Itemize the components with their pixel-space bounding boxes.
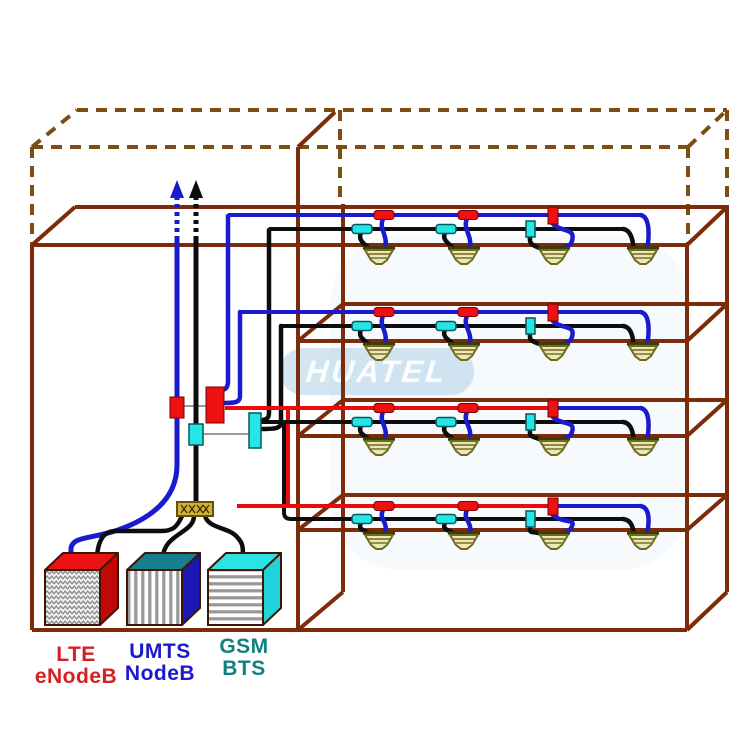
cyan-tap (525, 220, 536, 238)
label-gsm-bts: GSM BTS (194, 636, 294, 680)
lte-branch-floor2 (222, 309, 243, 406)
combined-roof-coupler (188, 423, 204, 446)
ceiling-antenna (539, 440, 569, 456)
umts-box-front (126, 569, 183, 626)
combined-splitter (248, 412, 262, 449)
lte-splitter (205, 386, 225, 424)
floor4-right-diagonal (685, 493, 729, 532)
floor1-right-diagonal (685, 205, 729, 247)
gsm-box-front (207, 569, 264, 626)
cyan-tap (525, 317, 536, 335)
lte-roof-coupler (169, 396, 185, 419)
up-arrow-icon (189, 180, 203, 198)
red-coupler (457, 210, 479, 220)
combiner-hatch (188, 504, 196, 514)
roofdeck-left-diagonal (30, 205, 77, 247)
ceiling-antenna (628, 534, 658, 550)
cyan-coupler (435, 416, 457, 428)
floor3-left-diagonal (296, 398, 345, 438)
red-coupler (373, 403, 395, 413)
ground-left-diagonal (296, 590, 345, 632)
umts-combiner-jumper (160, 513, 197, 560)
floor2-left-diagonal (296, 302, 345, 343)
cyan-coupler (435, 320, 457, 332)
label-umts-nodeb: UMTS NodeB (110, 641, 210, 685)
ceiling-antenna (449, 249, 479, 265)
red-coupler (457, 403, 479, 413)
label-lte-line1: LTE (56, 643, 96, 666)
floor4-left-diagonal (296, 493, 345, 532)
combiner-hatch (196, 504, 204, 514)
ground-right-diagonal (685, 590, 729, 632)
ceiling-antenna (364, 534, 394, 550)
ceiling-antenna (364, 249, 394, 265)
up-arrow-icon (170, 180, 184, 198)
red-tap (547, 206, 559, 225)
red-coupler (373, 501, 395, 511)
ceiling-antenna (628, 345, 658, 361)
lte-combiner-jumper (94, 513, 185, 560)
ceiling-antenna (364, 440, 394, 456)
ceiling-antenna (539, 345, 569, 361)
combined-branch-floor2 (259, 323, 284, 432)
red-coupler (457, 501, 479, 511)
combiner (176, 501, 214, 517)
ceiling-antenna (539, 534, 569, 550)
floor2-right-diagonal (685, 302, 729, 343)
red-tap (547, 303, 559, 322)
combined-branch-floor1 (258, 227, 272, 423)
cyan-coupler (351, 416, 373, 428)
ceiling-antenna (628, 440, 658, 456)
cyan-coupler (351, 513, 373, 525)
ceiling-antenna (364, 345, 394, 361)
floor3-right-diagonal (685, 398, 729, 438)
roof-right-corner (686, 108, 729, 149)
ceiling-antenna (628, 249, 658, 265)
red-coupler (373, 210, 395, 220)
watermark-tint (330, 235, 690, 570)
label-umts-line1: UMTS (129, 640, 191, 663)
cyan-coupler (351, 223, 373, 235)
red-coupler (373, 307, 395, 317)
cyan-coupler (435, 513, 457, 525)
label-lte-enodeb: LTE eNodeB (26, 644, 126, 688)
cyan-coupler (351, 320, 373, 332)
cyan-tap (525, 510, 536, 528)
cyan-coupler (435, 223, 457, 235)
lte-branch-floor1 (218, 213, 231, 393)
roof-left-corner (30, 108, 79, 149)
red-coupler (457, 307, 479, 317)
ceiling-antenna (539, 249, 569, 265)
gsm-combiner-jumper (202, 513, 246, 560)
shaft-top-edge (296, 110, 337, 149)
label-gsm-line1: GSM (219, 635, 269, 658)
label-umts-line2: NodeB (124, 662, 196, 685)
combiner-hatch (202, 504, 210, 514)
label-lte-line2: eNodeB (34, 665, 118, 688)
lte-feed-cable (68, 415, 180, 560)
ceiling-antenna (449, 440, 479, 456)
ceiling-antenna (449, 345, 479, 361)
red-tap (547, 497, 559, 516)
label-gsm-line2: BTS (222, 657, 266, 680)
ceiling-antenna (449, 534, 479, 550)
red-tap (547, 399, 559, 418)
lte-box-front (44, 569, 101, 626)
cyan-tap (525, 413, 536, 431)
combiner-hatch (180, 504, 188, 514)
